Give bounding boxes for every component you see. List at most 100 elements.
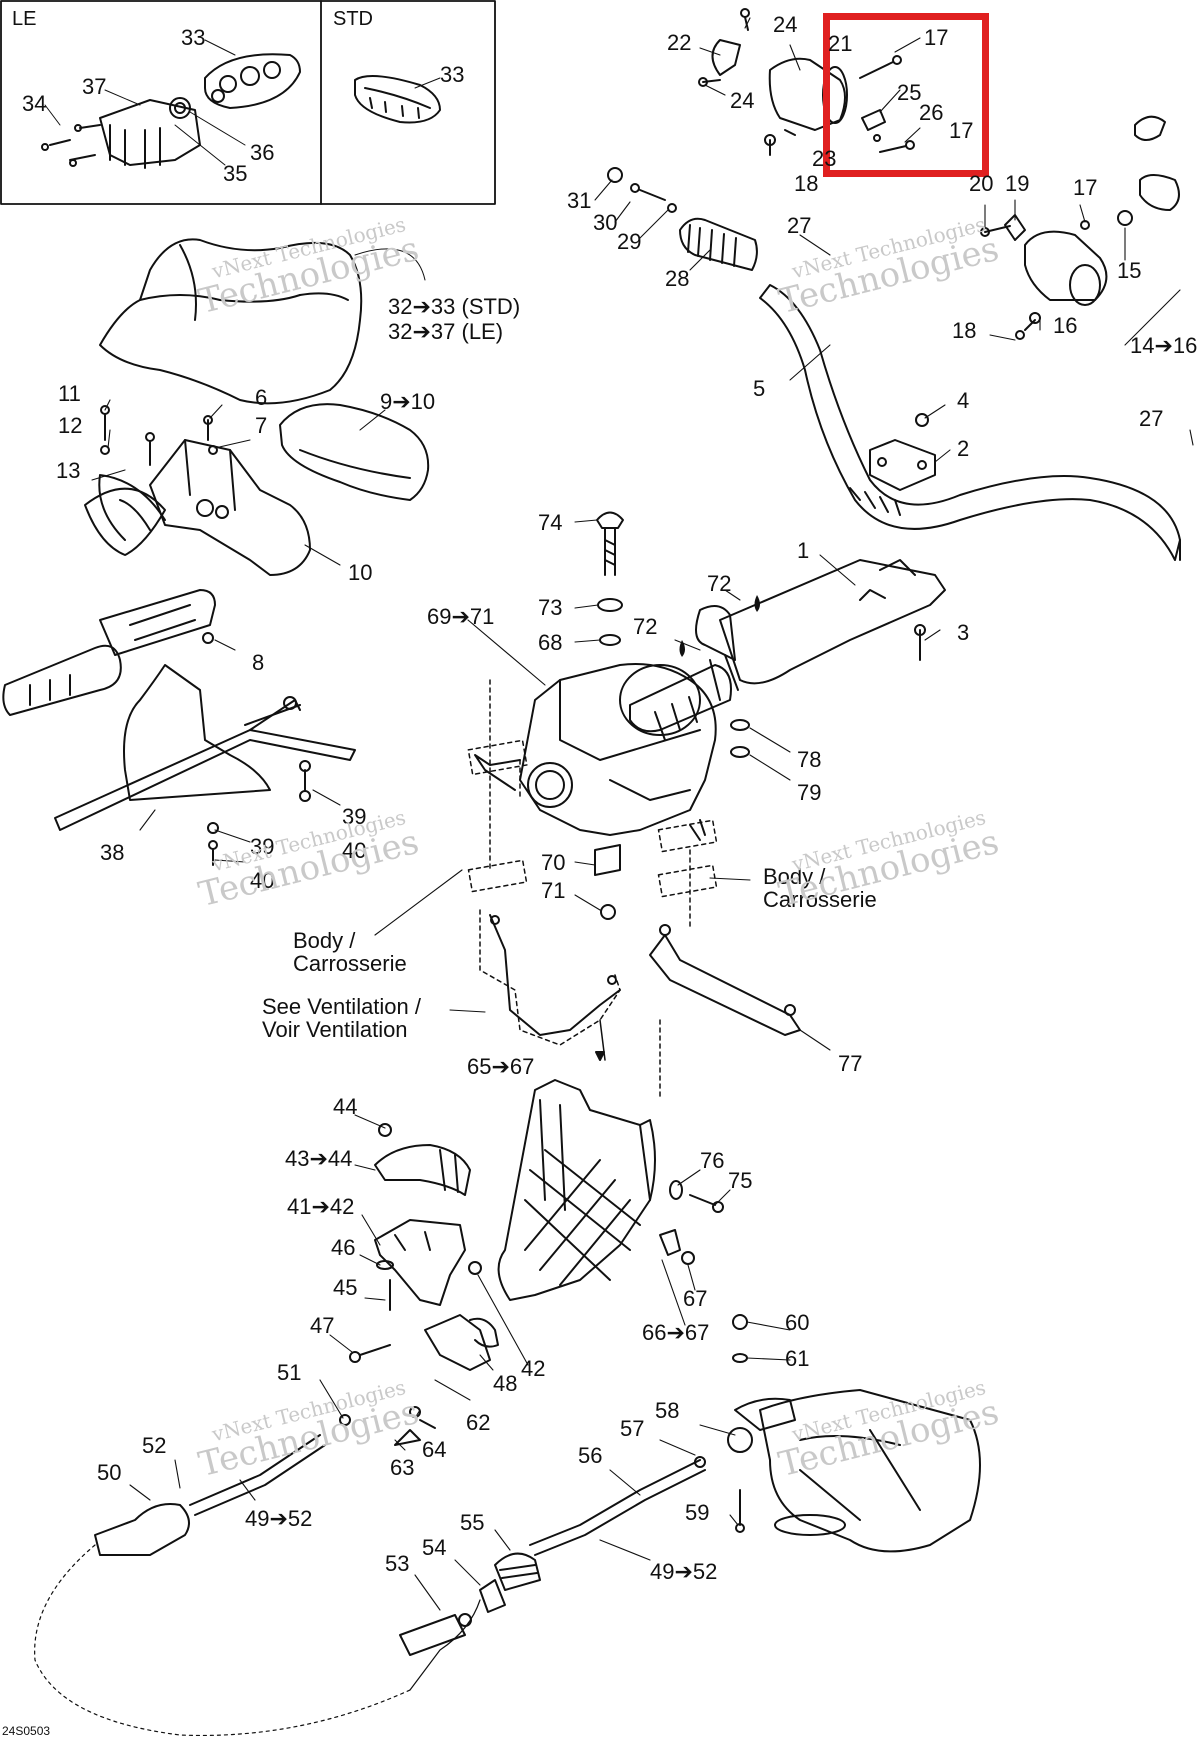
part-label: 75 [728, 1168, 753, 1193]
part-label: 33 [440, 62, 465, 87]
part-label: 38 [100, 840, 125, 865]
part-label: 70 [541, 850, 566, 875]
reference-code: 24S0503 [2, 1724, 51, 1738]
part-label: 28 [665, 266, 690, 291]
part-label: 14➔16 [1130, 333, 1198, 358]
part-label: 39 [342, 804, 367, 829]
washers-78-79 [730, 719, 750, 758]
nut-70-71 [594, 844, 621, 920]
body-label-right: Carrosserie [763, 887, 877, 912]
lubricant-drop-icon [679, 640, 685, 657]
part-label: 7 [255, 413, 268, 438]
part-label: 67 [683, 1286, 708, 1311]
part-label: 47 [310, 1313, 335, 1338]
screws-11-12 [100, 405, 218, 466]
block-66-67 [659, 1229, 695, 1265]
part-label: 76 [700, 1148, 725, 1173]
part-label: 55 [460, 1510, 485, 1535]
part-label: 23 [812, 146, 837, 171]
part-label: 44 [333, 1094, 358, 1119]
ventilation-label: See Ventilation / [262, 994, 422, 1019]
part-label: 18 [794, 171, 819, 196]
part-label: 66➔67 [642, 1320, 710, 1345]
part-label: 39 [250, 834, 275, 859]
body-label-right: Body / [763, 864, 826, 889]
part-label: 46 [331, 1235, 356, 1260]
bolt-75-76 [669, 1180, 724, 1213]
part-label: 60 [785, 1310, 810, 1335]
part-label: 71 [541, 878, 566, 903]
part-label: 15 [1117, 258, 1142, 283]
steering-stem [629, 559, 946, 741]
part-label: 24 [773, 12, 798, 37]
part-label: 53 [385, 1551, 410, 1576]
part-label: 50 [97, 1460, 122, 1485]
steering-arm [349, 1123, 499, 1371]
part-label: 32➔33 (STD) [388, 294, 521, 319]
kill-switch-parts [859, 55, 915, 153]
part-label: 69➔71 [427, 604, 495, 629]
part-label: 21 [828, 31, 853, 56]
part-label: 20 [969, 171, 994, 196]
clamp-2 [869, 413, 936, 491]
part-label: 72 [707, 571, 732, 596]
central-housing [474, 663, 717, 841]
cable-guard [54, 664, 356, 831]
part-label: 41➔42 [287, 1194, 355, 1219]
part-label: 36 [250, 140, 275, 165]
part-label: 19 [1005, 171, 1030, 196]
part-label: 72 [633, 614, 658, 639]
bolt-74 [596, 511, 624, 646]
part-label: 22 [667, 30, 692, 55]
bracket-77 [649, 924, 801, 1036]
part-label: 40 [342, 838, 367, 863]
part-label: 79 [797, 780, 822, 805]
body-mounts [467, 679, 718, 1101]
part-label: 4 [957, 388, 970, 413]
part-label: 65➔67 [467, 1054, 535, 1079]
part-label: 9➔10 [380, 389, 436, 414]
highlight-box [823, 13, 989, 177]
body-label-left: Carrosserie [293, 951, 407, 976]
part-label: 34 [22, 91, 47, 116]
part-label: 3 [957, 620, 970, 645]
part-label: 17 [1073, 175, 1098, 200]
handlebar [759, 284, 1181, 561]
part-label: 17 [924, 25, 949, 50]
part-label: 77 [838, 1051, 863, 1076]
part-label: 24 [730, 88, 755, 113]
part-label: 37 [82, 74, 107, 99]
part-label: 35 [223, 161, 248, 186]
pad-9-10 [279, 403, 430, 501]
part-label: 40 [250, 868, 275, 893]
part-label: 16 [1053, 313, 1078, 338]
ventilation-label: Voir Ventilation [262, 1017, 408, 1042]
part-label: 1 [797, 538, 810, 563]
part-label: 27 [1139, 406, 1164, 431]
part-label: 11 [58, 381, 81, 406]
std-gauge-cover [354, 75, 441, 124]
part-label: 18 [952, 318, 977, 343]
part-label: 48 [493, 1371, 518, 1396]
le-console-cluster [41, 53, 301, 169]
part-label: 25 [897, 80, 922, 105]
part-label: 49➔52 [650, 1559, 718, 1584]
part-label: 2 [957, 436, 970, 461]
part-label: 54 [422, 1535, 447, 1560]
part-label: 27 [787, 213, 812, 238]
ventilation-bracket [489, 914, 621, 1036]
part-label: 10 [348, 560, 373, 585]
part-label: 74 [538, 510, 563, 535]
part-label: 33 [181, 25, 206, 50]
part-label: 26 [919, 100, 944, 125]
mount-bracket [84, 439, 311, 576]
switch-housing [980, 115, 1180, 340]
part-label: 5 [753, 376, 766, 401]
steering-cable [34, 1406, 753, 1737]
inset-header-std: STD [333, 8, 373, 30]
handlebar-cover [99, 238, 363, 405]
part-label: 64 [422, 1437, 447, 1462]
part-label: 49➔52 [245, 1506, 313, 1531]
inset-header-le: LE [12, 8, 37, 30]
nozzle-assembly [732, 1314, 981, 1553]
